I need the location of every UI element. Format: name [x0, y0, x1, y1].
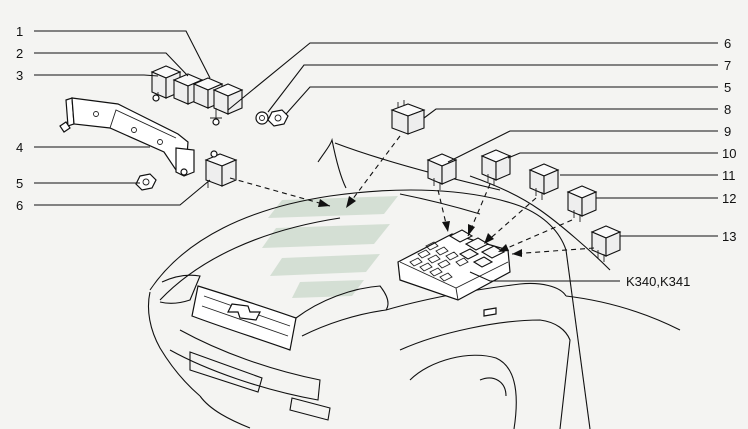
relay-9 — [426, 153, 458, 190]
callout-9: 9 — [724, 124, 731, 139]
relay-1-3-group — [150, 65, 244, 126]
callout-3: 3 — [16, 68, 23, 83]
car-front-view — [147, 137, 681, 429]
callout-6-left: 6 — [16, 198, 23, 213]
nut-washer-group — [135, 109, 289, 191]
callout-10: 10 — [722, 146, 736, 161]
callout-4: 4 — [16, 140, 23, 155]
mounting-block — [397, 229, 511, 301]
relay-10 — [480, 149, 512, 186]
callout-12: 12 — [722, 191, 736, 206]
relay-11 — [528, 163, 560, 200]
callout-fuse-box: K340,K341 — [626, 274, 690, 289]
callout-5-right: 5 — [724, 80, 731, 95]
relay-8 — [390, 100, 426, 135]
callout-2: 2 — [16, 46, 23, 61]
callout-7: 7 — [724, 58, 731, 73]
callout-1: 1 — [16, 24, 23, 39]
assembly-arrows — [229, 135, 595, 257]
watermark-logo — [262, 196, 398, 298]
callout-8: 8 — [724, 102, 731, 117]
callout-11: 11 — [722, 168, 736, 183]
callout-5-left: 5 — [16, 176, 23, 191]
leader-lines — [34, 30, 718, 282]
relay-13 — [590, 225, 622, 262]
callout-13: 13 — [722, 229, 736, 244]
callout-6-right: 6 — [724, 36, 731, 51]
relay-bracket-assembly — [59, 65, 289, 191]
relay-6-lower — [204, 150, 238, 188]
callout-labels: 1 2 3 4 5 6 6 7 5 8 9 10 11 12 13 K340,K… — [16, 24, 736, 289]
relay-12 — [566, 185, 598, 222]
